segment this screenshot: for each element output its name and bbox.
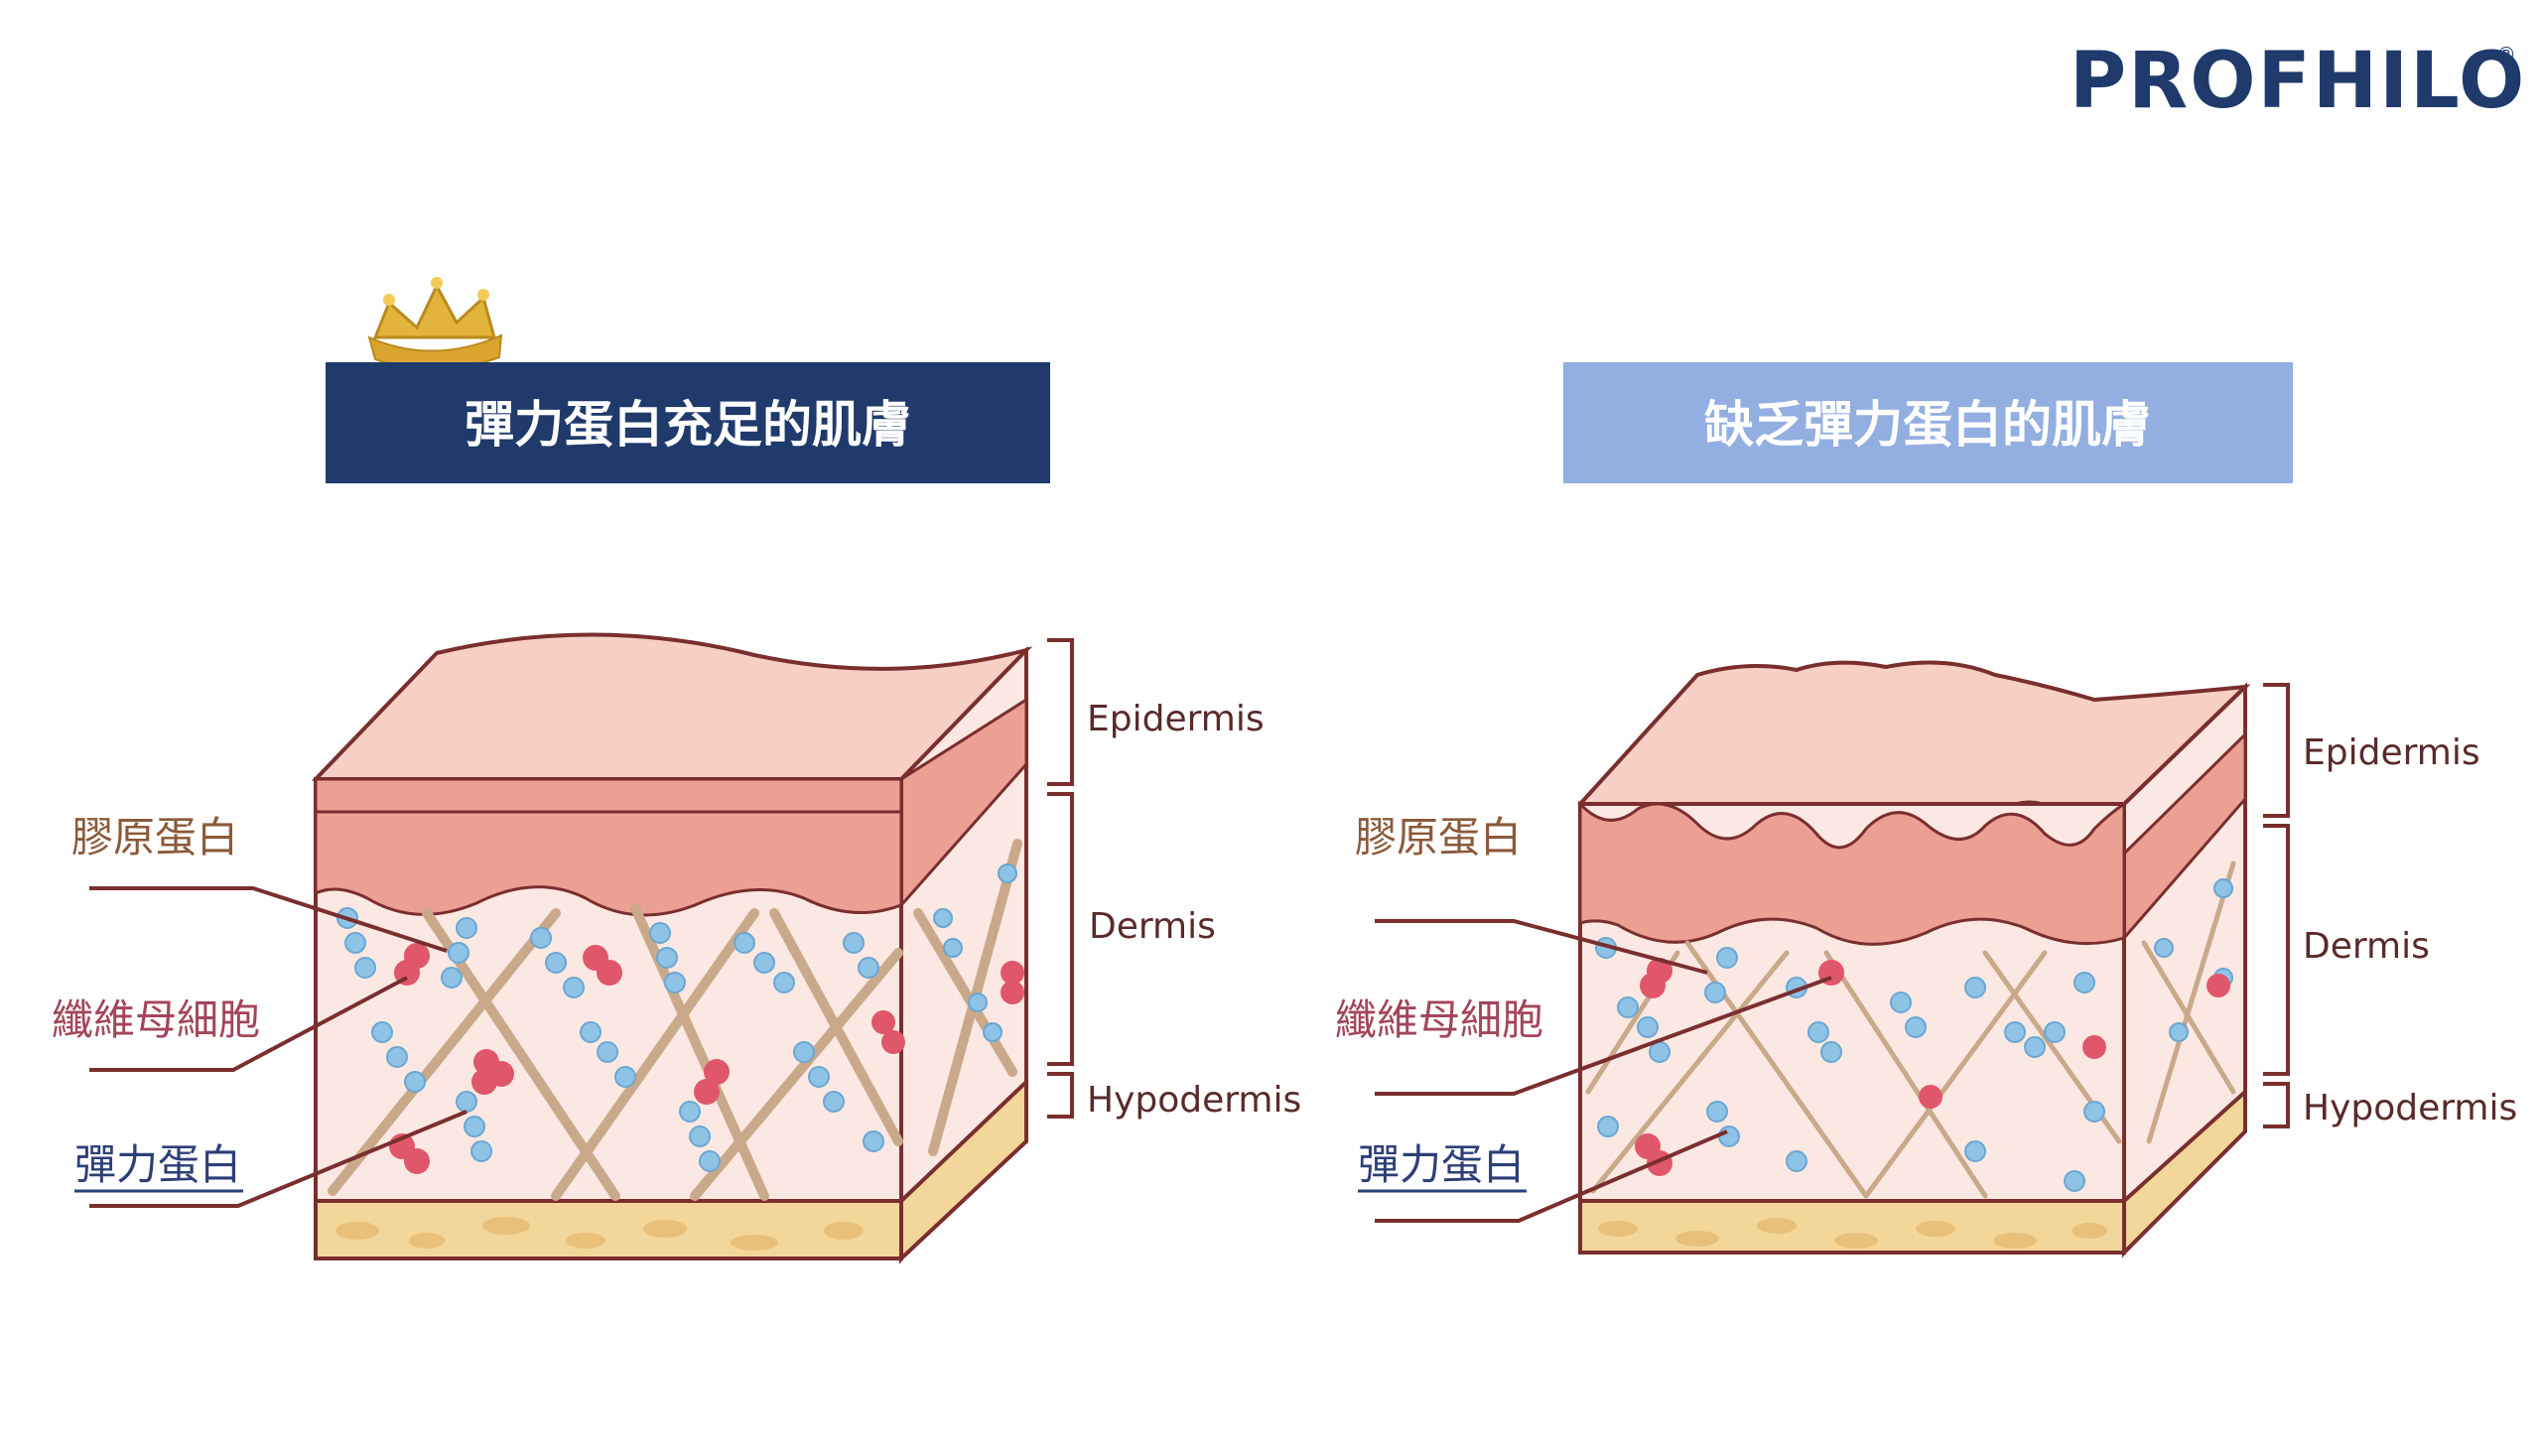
callout-elastin: 彈力蛋白 [1358, 1140, 1525, 1189]
callout-line-collagen [1375, 919, 1708, 975]
brand-logo-text: PROFHILO [2070, 37, 2526, 126]
callout-fibroblast: 纖維母細胞 [52, 995, 260, 1044]
skin-block-deficient [1577, 660, 2251, 1258]
callout-elastin: 彈力蛋白 [74, 1140, 241, 1189]
callout-collagen: 膠原蛋白 [1355, 813, 1522, 861]
layer-label-epidermis: Epidermis [2303, 732, 2480, 773]
layer-label-epidermis: Epidermis [1087, 699, 1265, 739]
panel-title-banner [1563, 362, 2293, 483]
panel-title-banner [326, 362, 1050, 483]
fibroblast-cells [1635, 958, 2230, 1176]
callout-fibroblast: 纖維母細胞 [1335, 995, 1543, 1044]
callout-line-elastin [89, 1110, 468, 1208]
elastin-fibers [1595, 878, 2233, 1192]
fibroblast-cells [389, 943, 1024, 1174]
hypodermis-fat [1598, 1218, 2107, 1249]
brand-registered-mark: ® [2496, 43, 2516, 66]
skin-block-healthy [311, 632, 1033, 1265]
panel-deficient-skin: 缺乏彈力蛋白的肌膚 [1335, 362, 2517, 1258]
callout-line-fibroblast [1375, 976, 1832, 1096]
layer-brackets [2263, 683, 2290, 1128]
panel-title: 缺乏彈力蛋白的肌膚 [1704, 396, 2151, 454]
callout-line-fibroblast [89, 976, 408, 1072]
elastin-fibers [336, 863, 1017, 1172]
layer-label-hypodermis: Hypodermis [2303, 1088, 2517, 1128]
layer-label-hypodermis: Hypodermis [1087, 1080, 1301, 1121]
hypodermis-fat [335, 1217, 864, 1251]
layer-label-dermis: Dermis [1089, 906, 1216, 947]
panel-healthy-skin: 彈力蛋白充足的肌膚 [52, 277, 1301, 1265]
layer-brackets [1047, 638, 1074, 1119]
brand-logo: PROFHILO ® [2070, 37, 2526, 126]
callout-collagen: 膠原蛋白 [71, 813, 238, 861]
callout-line-elastin [1375, 1129, 1728, 1223]
layer-label-dermis: Dermis [2303, 926, 2430, 967]
crown-icon [367, 277, 503, 371]
panel-title: 彈力蛋白充足的肌膚 [465, 396, 911, 454]
callout-line-collagen [89, 886, 448, 953]
